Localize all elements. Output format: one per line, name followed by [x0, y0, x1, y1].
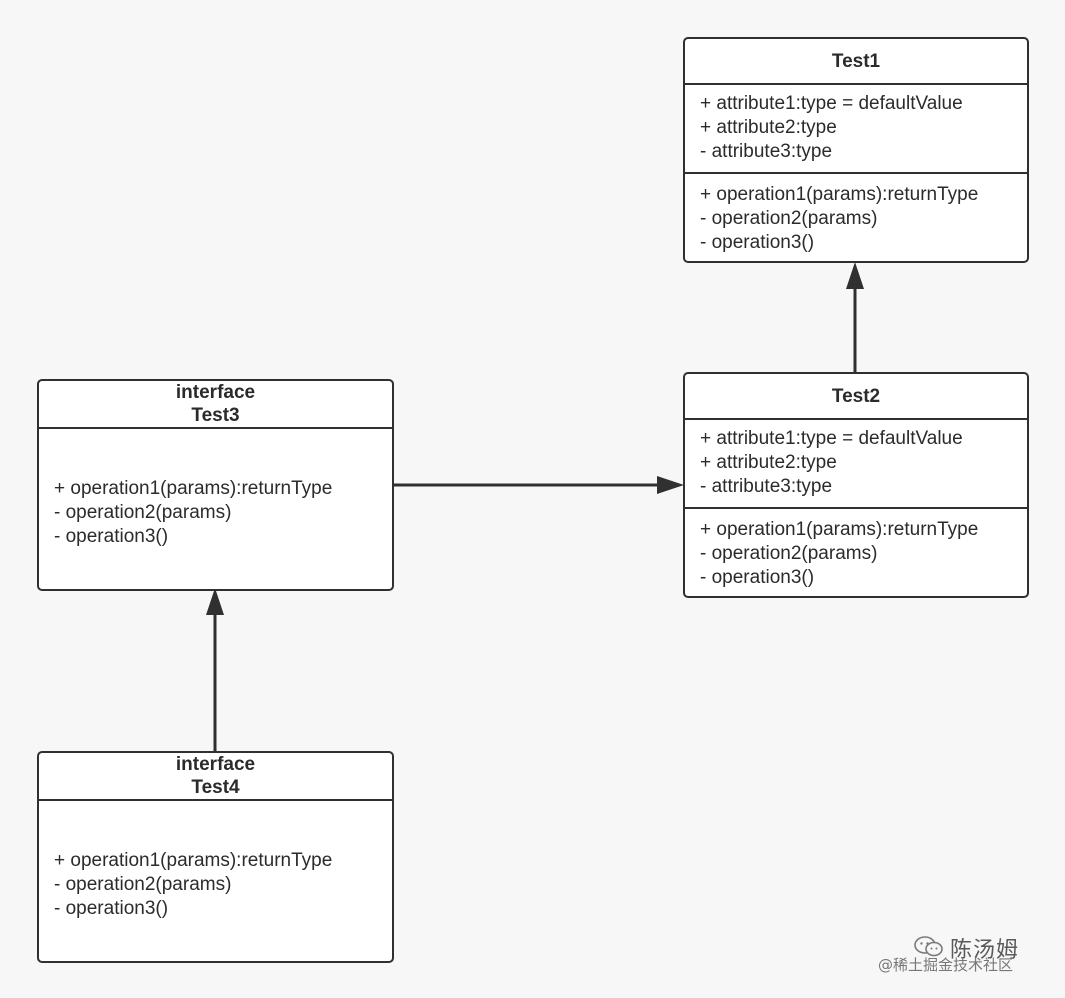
relation-test2-to-test1-arrowhead	[846, 262, 864, 289]
operation-item: - operation2(params)	[700, 208, 878, 229]
operation-item: - operation3()	[54, 898, 169, 919]
operation-item: + operation1(params):returnType	[54, 850, 333, 871]
attribute-list-test1: + attribute1:type = defaultValue + attri…	[685, 85, 1027, 174]
class-header-test1: Test1	[685, 39, 1027, 85]
operation-item: - operation2(params)	[54, 874, 232, 895]
class-header-test4: interface Test4	[39, 753, 392, 801]
class-box-test4[interactable]: interface Test4 + operation1(params):ret…	[37, 751, 394, 963]
operation-list-test2: + operation1(params):returnType - operat…	[685, 509, 1027, 590]
operation-item: + operation1(params):returnType	[700, 184, 979, 205]
watermark-source: @稀土掘金技术社区	[878, 956, 1014, 974]
class-stereotype-test4: interface	[175, 754, 256, 775]
operation-item: - operation3()	[54, 526, 169, 547]
operation-item: - operation2(params)	[54, 502, 232, 523]
operation-item: - operation3()	[700, 232, 815, 253]
operation-item: + operation1(params):returnType	[54, 478, 333, 499]
class-header-test3: interface Test3	[39, 381, 392, 429]
class-name-test4: Test4	[191, 777, 240, 798]
operation-item: - operation3()	[700, 567, 815, 588]
attribute-item: + attribute1:type = defaultValue	[700, 93, 963, 114]
class-box-test2[interactable]: Test2 + attribute1:type = defaultValue +…	[683, 372, 1029, 598]
attribute-item: + attribute2:type	[700, 117, 837, 138]
attribute-list-test2: + attribute1:type = defaultValue + attri…	[685, 420, 1027, 509]
attribute-item: - attribute3:type	[700, 141, 833, 162]
operation-list-test1: + operation1(params):returnType - operat…	[685, 174, 1027, 255]
class-name-test2: Test2	[831, 385, 881, 407]
operation-item: + operation1(params):returnType	[700, 519, 979, 540]
attribute-item: + attribute1:type = defaultValue	[700, 428, 963, 449]
attribute-item: + attribute2:type	[700, 452, 837, 473]
class-name-test1: Test1	[831, 50, 881, 72]
class-box-test1[interactable]: Test1 + attribute1:type = defaultValue +…	[683, 37, 1029, 263]
watermark: 陈汤姆 @稀土掘金技术社区	[878, 928, 1048, 976]
class-stereotype-test3: interface	[175, 382, 256, 403]
relation-test3-to-test2-arrowhead	[657, 476, 684, 494]
class-name-test3: Test3	[191, 405, 240, 426]
operation-list-test4: + operation1(params):returnType - operat…	[39, 801, 392, 921]
attribute-item: - attribute3:type	[700, 476, 833, 497]
class-header-test2: Test2	[685, 374, 1027, 420]
wechat-icon	[914, 936, 944, 964]
operation-list-test3: + operation1(params):returnType - operat…	[39, 429, 392, 549]
operation-item: - operation2(params)	[700, 543, 878, 564]
watermark-author: 陈汤姆	[950, 938, 1020, 963]
class-box-test3[interactable]: interface Test3 + operation1(params):ret…	[37, 379, 394, 591]
relation-test4-to-test3-arrowhead	[206, 588, 224, 615]
